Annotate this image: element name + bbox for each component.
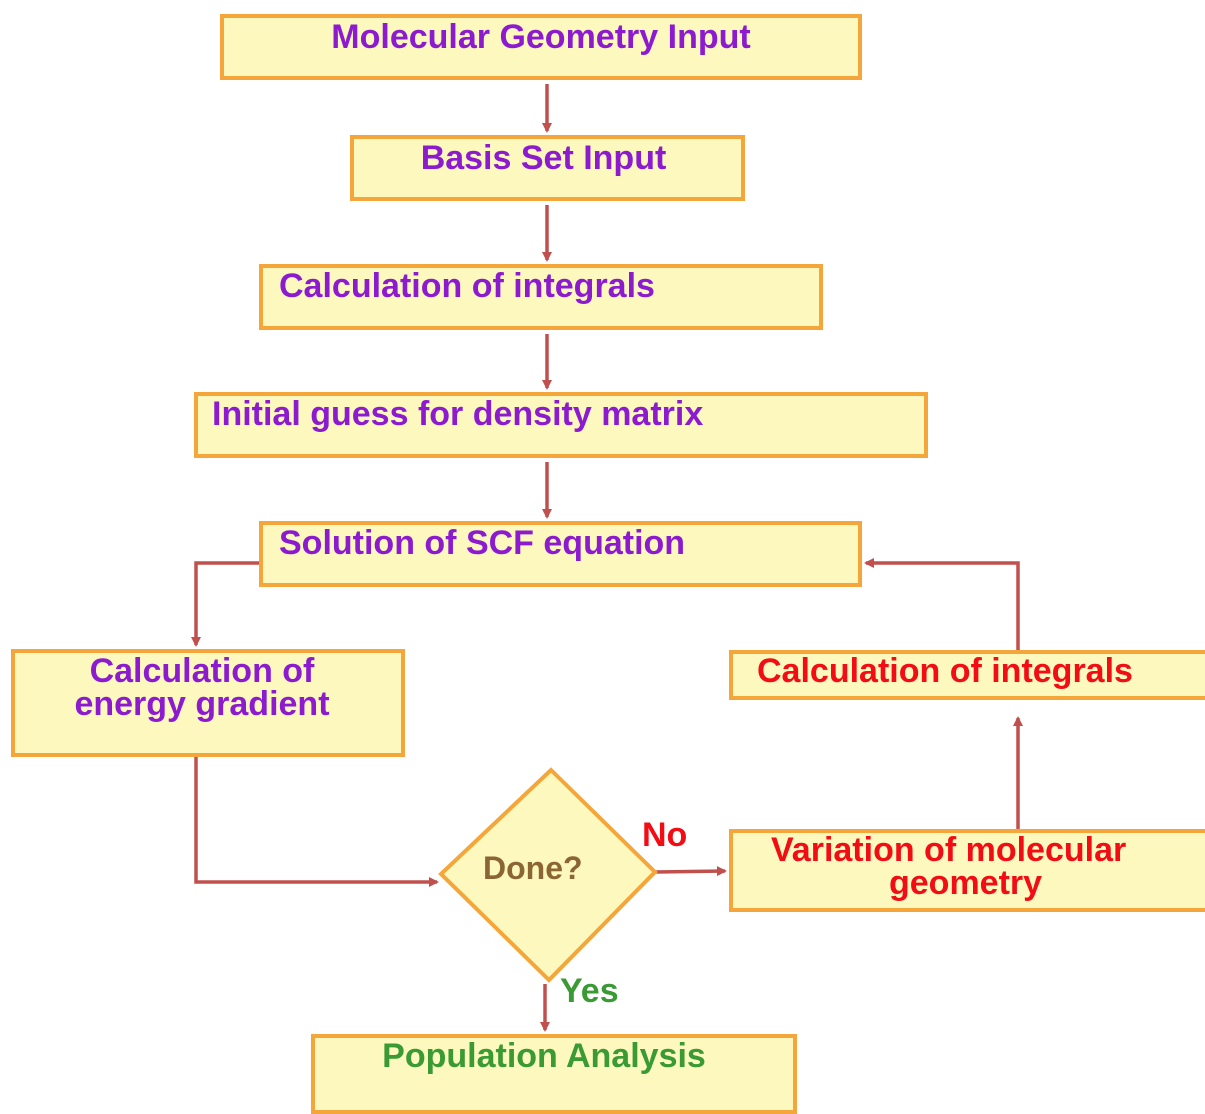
node-recalculation-of-integrals: Calculation of integrals [729, 650, 1205, 700]
arrow-integrals-to-scf [864, 558, 1020, 650]
arrow-decision-to-variation [654, 866, 727, 877]
node-label-line2: geometry [889, 864, 1043, 902]
node-label: Solution of SCF equation [279, 524, 686, 562]
node-label: Basis Set Input [420, 139, 667, 177]
node-label: Initial guess for density matrix [212, 395, 704, 433]
node-molecular-geometry-input: Molecular Geometry Input [220, 14, 862, 80]
node-label: Calculation of integrals [757, 652, 1133, 690]
decision-diamond [438, 767, 658, 983]
arrow-gradient-to-decision [194, 757, 439, 887]
node-label: Calculation of integrals [279, 267, 655, 305]
node-label: Population Analysis [382, 1037, 706, 1075]
decision-label: Done? [483, 850, 583, 886]
arrow-scf-to-gradient [191, 561, 259, 647]
node-calculation-of-energy-gradient: Calculation of energy gradient [11, 649, 405, 757]
node-variation-of-molecular-geometry: Variation of molecular geometry [729, 829, 1205, 912]
edge-label-no: No [642, 816, 688, 854]
node-calculation-of-integrals: Calculation of integrals [259, 264, 823, 330]
node-label-line2: energy gradient [74, 685, 330, 723]
node-label: Molecular Geometry Input [331, 18, 751, 56]
node-solution-of-scf-equation: Solution of SCF equation [259, 521, 862, 587]
node-label-line1: Variation of molecular [771, 831, 1127, 869]
node-initial-guess-density-matrix: Initial guess for density matrix [194, 392, 928, 458]
node-population-analysis: Population Analysis [311, 1034, 797, 1114]
node-basis-set-input: Basis Set Input [350, 135, 745, 201]
edge-label-yes: Yes [560, 972, 619, 1010]
node-label-line1: Calculation of [89, 652, 315, 690]
